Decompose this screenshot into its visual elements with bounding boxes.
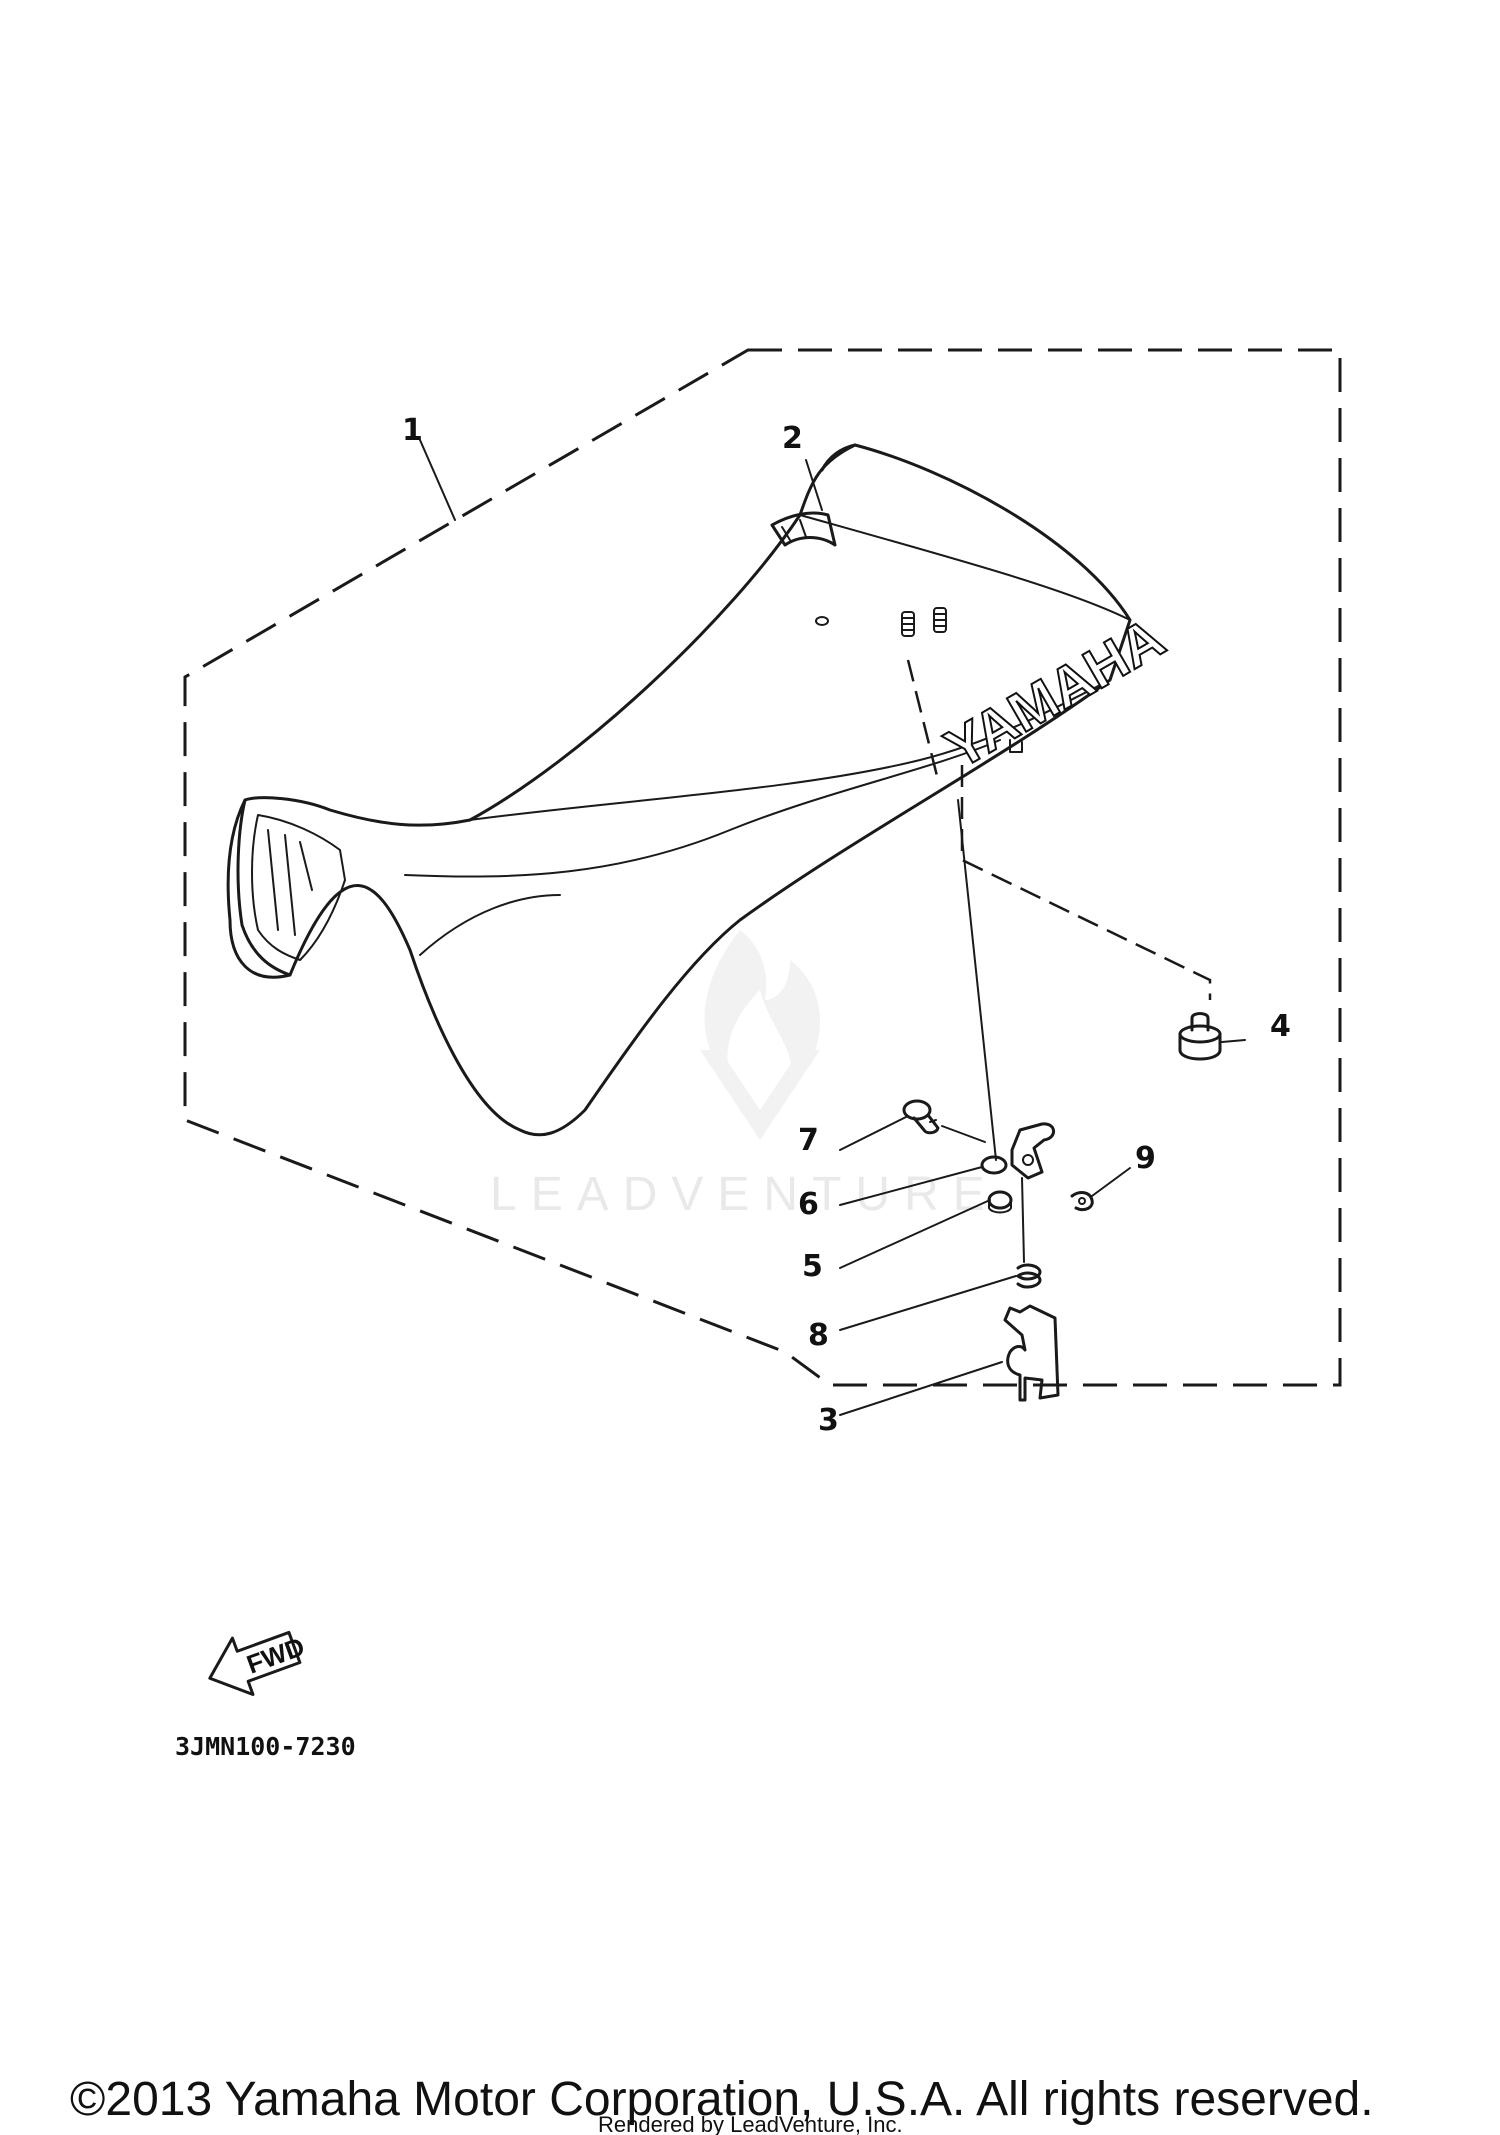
callout-2: 2 bbox=[782, 421, 803, 456]
part-3-hook-plate bbox=[1003, 1304, 1060, 1402]
part-7-bolt bbox=[902, 1099, 940, 1135]
assembly-lines bbox=[906, 659, 1212, 1263]
watermark-logo bbox=[700, 930, 820, 1140]
part-bracket bbox=[1010, 1122, 1055, 1180]
seat-stud bbox=[901, 611, 915, 637]
watermark-text: LEADVENTURE bbox=[490, 1168, 999, 1221]
callout-4: 4 bbox=[1270, 1009, 1291, 1044]
part-9-clip bbox=[1070, 1191, 1094, 1212]
assembly-boundary bbox=[183, 348, 1342, 1387]
callout-7: 7 bbox=[798, 1123, 819, 1158]
copyright-text: ©2013 Yamaha Motor Corporation, U.S.A. A… bbox=[70, 2073, 1374, 2126]
seat-illustration: YAMAHA bbox=[226, 443, 1175, 1137]
callout-1: 1 bbox=[402, 413, 423, 448]
watermark: LEADVENTURE bbox=[490, 930, 999, 1221]
callout-5: 5 bbox=[802, 1249, 823, 1284]
callout-6: 6 bbox=[798, 1187, 819, 1222]
part-code: 3JMN100-7230 bbox=[175, 1732, 356, 1761]
callout-8: 8 bbox=[808, 1318, 829, 1353]
part-6-washer bbox=[980, 1155, 1008, 1175]
fwd-arrow: FWD bbox=[208, 1630, 309, 1696]
part-8-spring bbox=[1016, 1263, 1042, 1289]
callout-3: 3 bbox=[818, 1403, 839, 1438]
seat-stud bbox=[933, 607, 947, 633]
part-4-damper bbox=[1178, 1012, 1222, 1061]
part-2-strap bbox=[770, 511, 837, 547]
callout-9: 9 bbox=[1135, 1141, 1156, 1176]
rendered-by-text: Rendered by LeadVenture, Inc. bbox=[598, 2112, 903, 2135]
callout-leaders bbox=[419, 439, 1246, 1416]
seat-brand-text: YAMAHA bbox=[935, 606, 1175, 781]
